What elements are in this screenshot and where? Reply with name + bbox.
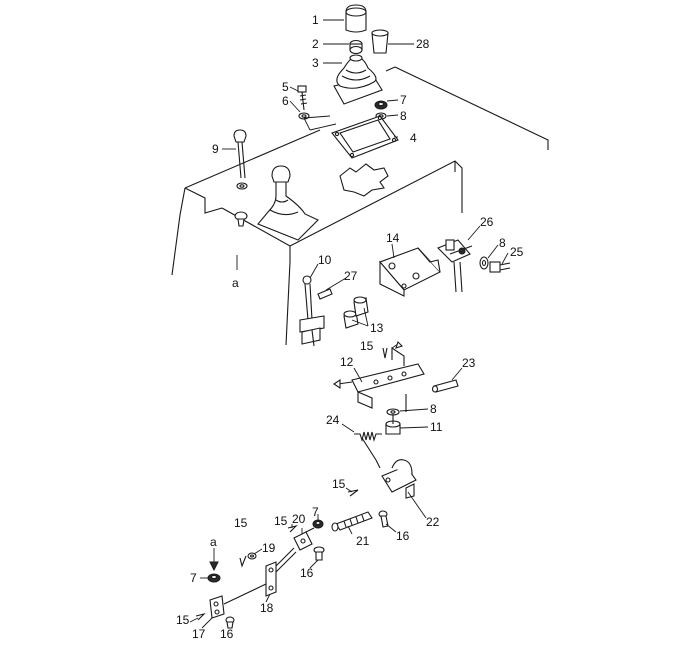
rod-part-21 (331, 511, 373, 532)
callout-21: 21 (356, 534, 370, 548)
callout-11: 11 (430, 420, 443, 434)
long-bolt-part-9 (233, 129, 248, 190)
washer-part-8-right (479, 256, 489, 270)
bushing-part-28 (371, 29, 389, 54)
nut-part-2 (349, 39, 363, 55)
callout-7-mid: 7 (312, 505, 319, 519)
callout-20: 20 (292, 512, 306, 526)
cotter-pin-part-15-a (382, 347, 388, 359)
yoke-part-26 (437, 239, 473, 293)
frame-plate-part-4 (331, 115, 399, 159)
nut-part-7-top (374, 100, 388, 110)
callout-9: 9 (212, 142, 219, 156)
callout-18: 18 (260, 601, 274, 615)
callout-labels: 1 2 28 3 5 6 7 8 4 9 14 26 8 25 10 27 a … (176, 13, 524, 641)
callout-15-e: 15 (176, 613, 190, 627)
cotter-pin-part-15-b (347, 489, 359, 497)
bolt-part-25 (489, 261, 511, 273)
pin-part-16-mid (313, 546, 325, 561)
callout-8-center: 8 (430, 402, 437, 416)
bolt-part-11 (385, 414, 401, 435)
bushing-part-13 (343, 296, 369, 329)
callout-6: 6 (282, 94, 289, 108)
pin-part-23 (431, 379, 459, 393)
callout-15-d: 15 (234, 516, 248, 530)
callout-26: 26 (480, 215, 494, 229)
callout-a-lower: a (210, 535, 217, 549)
callout-8-top: 8 (400, 109, 407, 123)
nut-part-7-mid (312, 519, 324, 529)
leader-lines (189, 19, 509, 629)
nut-part-7-low (207, 573, 221, 583)
callout-3: 3 (312, 56, 319, 70)
yoke-part-20 (293, 527, 315, 551)
installed-lever-boot (257, 165, 319, 241)
bracket-part-14 (379, 247, 441, 297)
callout-15-a: 15 (360, 339, 374, 353)
callout-27: 27 (344, 269, 358, 283)
lever-part-10 (299, 275, 325, 347)
boot-part-3 (333, 54, 383, 105)
callout-10: 10 (318, 253, 332, 267)
callout-13: 13 (370, 321, 384, 335)
bolt-part-5 (297, 85, 308, 111)
callout-a-upper: a (232, 276, 239, 290)
callout-2: 2 (312, 37, 319, 51)
bracket-part-22 (361, 437, 417, 499)
callout-15-c: 15 (274, 514, 288, 528)
callout-16-right: 16 (396, 529, 410, 543)
callout-16-low: 16 (220, 627, 234, 641)
callout-7-low: 7 (190, 571, 197, 585)
cotter-pin-part-15-d (239, 555, 247, 568)
callout-15-b: 15 (332, 477, 346, 491)
callout-28: 28 (416, 37, 430, 51)
callout-19: 19 (262, 541, 276, 555)
knob-part-1 (345, 4, 367, 33)
plate-part-12 (333, 340, 425, 409)
pin-part-27 (317, 288, 333, 300)
plug-part (234, 211, 248, 227)
callout-12: 12 (340, 355, 354, 369)
ref-arrow-a-lower (209, 548, 219, 572)
callout-25: 25 (510, 245, 524, 259)
yoke-part-17 (209, 595, 225, 619)
callout-22: 22 (426, 515, 440, 529)
callout-4: 4 (410, 131, 417, 145)
callout-24: 24 (326, 413, 340, 427)
floor-panel-outline (171, 66, 549, 346)
callout-5: 5 (282, 80, 289, 94)
floor-cutout (339, 163, 389, 197)
callout-16-mid: 16 (300, 566, 314, 580)
cotter-pin-part-15-c (287, 524, 298, 533)
washer-part-19 (247, 552, 257, 560)
cotter-pin-part-15-e (195, 612, 206, 621)
callout-1: 1 (312, 13, 319, 27)
pin-part-16-low (225, 616, 235, 629)
lever-part-18 (265, 547, 297, 597)
spring-part-24 (354, 431, 382, 442)
callout-17: 17 (192, 627, 206, 641)
callout-14: 14 (386, 231, 400, 245)
callout-7-top: 7 (400, 93, 407, 107)
callout-8-right: 8 (499, 236, 506, 250)
callout-23: 23 (462, 356, 476, 370)
